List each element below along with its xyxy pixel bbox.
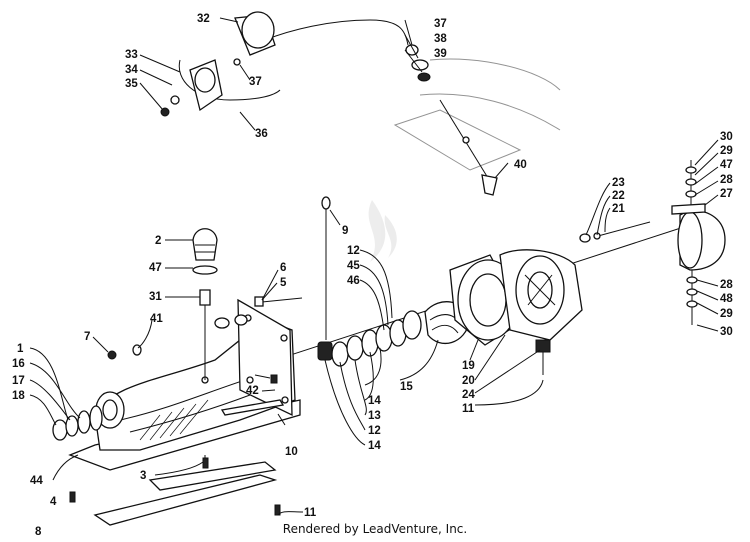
pump-housing-assembly bbox=[68, 298, 301, 471]
callout-42: 42 bbox=[246, 385, 259, 397]
callout-18: 16 bbox=[12, 358, 25, 370]
callout-20: 18 bbox=[12, 390, 25, 402]
callout-labels: 32 33 34 35 37 36 37 38 39 40 30 29 47 2… bbox=[12, 13, 733, 538]
callout-34: 34 bbox=[125, 64, 138, 76]
inlet-cap-assembly bbox=[192, 228, 218, 380]
callout-16: 14 bbox=[368, 440, 381, 452]
callout-15: 14 bbox=[368, 395, 381, 407]
lower-fasteners bbox=[69, 374, 281, 516]
callout-leader-lines bbox=[29, 17, 719, 516]
callout-5: 5 bbox=[280, 277, 287, 289]
callout-38: 38 bbox=[434, 33, 447, 45]
long-bolt bbox=[579, 221, 651, 243]
callout-29-top: 29 bbox=[720, 145, 733, 157]
image-caption: Rendered by LeadVenture, Inc. bbox=[282, 522, 468, 536]
callout-19: 17 bbox=[12, 375, 25, 387]
callout-7: 7 bbox=[84, 331, 90, 343]
outlet-seal-stack bbox=[52, 405, 103, 441]
callout-37-right: 37 bbox=[434, 18, 447, 30]
nozzle-housing bbox=[499, 249, 583, 375]
nozzle-lower-hardware bbox=[686, 270, 698, 325]
callout-14: 13 bbox=[368, 410, 381, 422]
callout-22: 20 bbox=[462, 375, 475, 387]
spacer-washers bbox=[214, 314, 248, 329]
callout-21: 19 bbox=[462, 360, 475, 372]
skid-plate bbox=[93, 455, 278, 526]
callout-39: 39 bbox=[434, 48, 447, 60]
callout-35: 35 bbox=[125, 78, 138, 90]
callout-12: 12 bbox=[347, 245, 360, 257]
callout-13: 12 bbox=[368, 425, 381, 437]
callout-47-bottom: 48 bbox=[720, 293, 733, 305]
callout-1: 1 bbox=[17, 343, 24, 355]
callout-30-bottom: 30 bbox=[720, 326, 733, 338]
bearing-stack bbox=[317, 310, 422, 367]
callout-9: 9 bbox=[342, 225, 348, 237]
callout-44: 45 bbox=[347, 260, 360, 272]
callout-3: 3 bbox=[140, 470, 146, 482]
bolt-9 bbox=[321, 196, 331, 340]
steering-nozzle bbox=[671, 203, 726, 271]
callout-10: 10 bbox=[285, 446, 298, 458]
callout-27: 27 bbox=[720, 188, 733, 200]
callout-6: 6 bbox=[280, 262, 286, 274]
callout-40: 40 bbox=[514, 159, 527, 171]
bolt-5 bbox=[254, 296, 303, 307]
callout-29-bottom: 29 bbox=[720, 308, 733, 320]
callout-26: 24 bbox=[462, 389, 475, 401]
callout-33: 33 bbox=[125, 49, 138, 61]
callout-28-top: 28 bbox=[720, 174, 733, 186]
callout-41: 41 bbox=[150, 313, 163, 325]
callout-36: 36 bbox=[255, 128, 268, 140]
wear-strip bbox=[220, 399, 285, 416]
callout-24: 22 bbox=[612, 190, 625, 202]
callout-23: 21 bbox=[612, 203, 625, 215]
callout-25: 23 bbox=[612, 177, 625, 189]
callout-11-bottom: 11 bbox=[304, 507, 317, 519]
callout-37-left: 37 bbox=[249, 76, 262, 88]
callout-32: 32 bbox=[197, 13, 210, 25]
callout-30-top: 30 bbox=[720, 131, 733, 143]
callout-31: 31 bbox=[149, 291, 162, 303]
callout-11-right: 11 bbox=[462, 403, 475, 415]
callout-45: 46 bbox=[347, 275, 360, 287]
hull-reference-outline bbox=[393, 58, 561, 171]
steering-cable-assembly bbox=[160, 11, 431, 117]
nozzle-upper-hardware bbox=[685, 160, 697, 205]
callout-47-top: 47 bbox=[720, 159, 733, 171]
cable-end-fitting bbox=[439, 99, 498, 196]
callout-28-bottom: 28 bbox=[720, 279, 733, 291]
washer-7 bbox=[107, 344, 142, 360]
watermark-flame-logo bbox=[368, 200, 397, 262]
callout-2: 2 bbox=[155, 235, 161, 247]
callout-17: 15 bbox=[400, 381, 413, 393]
callout-4: 4 bbox=[50, 496, 57, 508]
callout-8: 8 bbox=[35, 526, 42, 538]
callout-46: 47 bbox=[149, 262, 162, 274]
callout-43: 44 bbox=[30, 475, 43, 487]
